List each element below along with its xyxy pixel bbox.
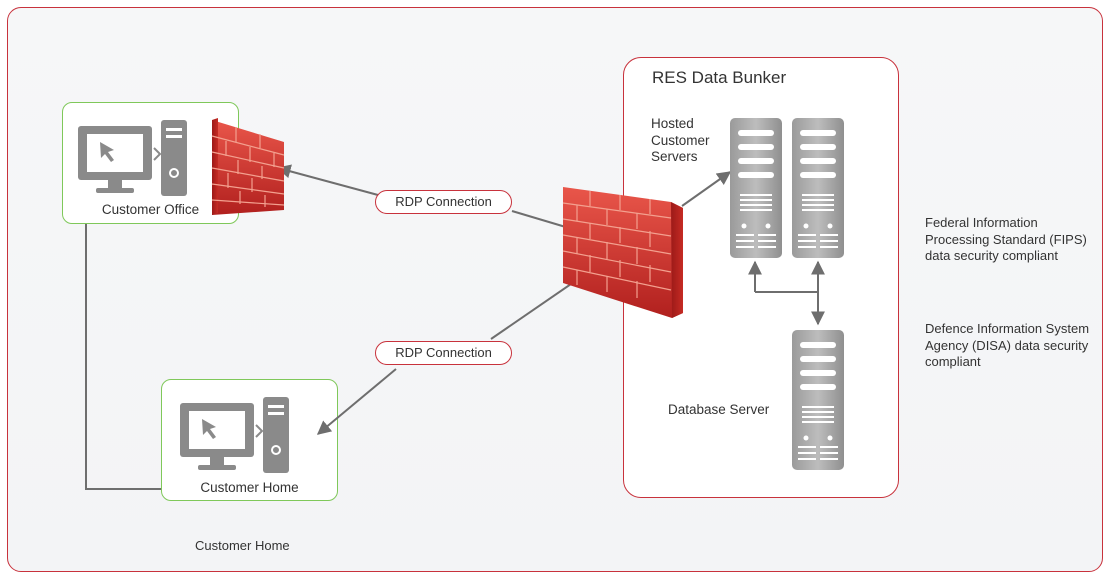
- server-icon: [792, 118, 844, 258]
- firewall-icon: [562, 187, 683, 318]
- computer-icon: [180, 397, 289, 473]
- bottom-caption: Customer Home: [195, 538, 290, 553]
- hosted-servers-label: Hosted Customer Servers: [651, 116, 710, 164]
- rdp-line-office: [276, 164, 379, 196]
- disa-compliance-note: Defence Information System Agency (DISA)…: [925, 321, 1090, 369]
- server-icon: [792, 330, 844, 470]
- computer-icon: [78, 120, 187, 196]
- bunker-title: RES Data Bunker: [652, 68, 787, 87]
- firewall-server-link: [681, 171, 732, 207]
- fips-compliance-note: Federal Information Processing Standard …: [925, 215, 1087, 263]
- firewall-icon: [211, 118, 285, 215]
- server-icon: [730, 118, 782, 258]
- office-home-link: [85, 224, 161, 490]
- rdp-connection-label: RDP Connection: [375, 341, 512, 365]
- database-server-label: Database Server: [668, 402, 770, 417]
- customer-office-label: Customer Office: [101, 202, 200, 217]
- rdp-connection-label: RDP Connection: [375, 190, 512, 214]
- customer-home-label: Customer Home: [200, 480, 299, 495]
- rdp-line-home: [316, 368, 397, 435]
